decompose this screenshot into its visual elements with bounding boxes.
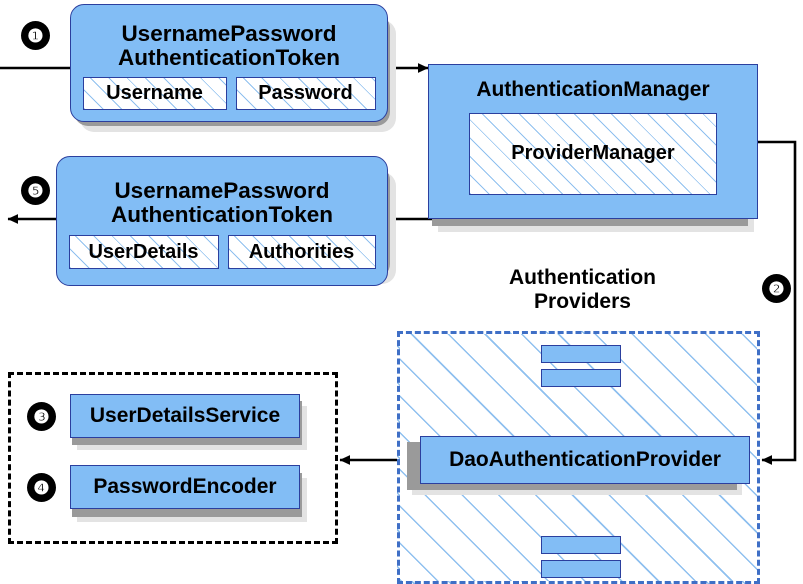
request-token-card[interactable]: UsernamePassword AuthenticationToken Use… <box>70 4 388 122</box>
user-details-service-card[interactable]: UserDetailsService <box>70 394 300 438</box>
providers-region-title-line1: Authentication <box>509 266 656 289</box>
user-details-service-label: UserDetailsService <box>89 403 281 427</box>
other-provider-top-2[interactable] <box>541 369 621 387</box>
response-token-title-line2: AuthenticationToken <box>110 202 334 227</box>
response-token-title-line1: UsernamePassword <box>114 177 330 203</box>
providers-region-title-line2: Providers <box>534 289 631 313</box>
dao-authentication-provider-card[interactable]: DaoAuthenticationProvider <box>420 436 750 484</box>
request-token-title-line2: AuthenticationToken <box>117 45 341 70</box>
password-encoder-label: PasswordEncoder <box>93 474 277 498</box>
request-token-title-line1: UsernamePassword <box>121 20 337 46</box>
response-token-field-userdetails[interactable]: UserDetails <box>68 235 219 270</box>
step-badge-3: ❸ <box>28 403 55 430</box>
authentication-manager-title: AuthenticationManager <box>476 78 710 101</box>
step-badge-4: ❹ <box>28 474 55 501</box>
response-token-card[interactable]: UsernamePassword AuthenticationToken Use… <box>56 156 388 286</box>
other-provider-bottom-2[interactable] <box>541 560 621 578</box>
step-badge-2: ❷ <box>763 275 790 302</box>
dao-authentication-provider-label: DaoAuthenticationProvider <box>449 447 721 471</box>
other-provider-top-1[interactable] <box>541 345 621 363</box>
step-badge-1: ❶ <box>22 22 49 49</box>
password-encoder-card[interactable]: PasswordEncoder <box>70 465 300 509</box>
request-token-field-password[interactable]: Password <box>235 77 376 111</box>
provider-manager-box[interactable]: ProviderManager <box>469 112 717 195</box>
providers-region-title: Authentication Providers <box>480 266 685 313</box>
other-provider-bottom-1[interactable] <box>541 536 621 554</box>
authentication-manager-card[interactable]: AuthenticationManager ProviderManager <box>428 64 758 219</box>
step-badge-5: ❺ <box>22 177 49 204</box>
response-token-field-authorities[interactable]: Authorities <box>227 235 376 270</box>
request-token-field-username[interactable]: Username <box>82 77 227 111</box>
